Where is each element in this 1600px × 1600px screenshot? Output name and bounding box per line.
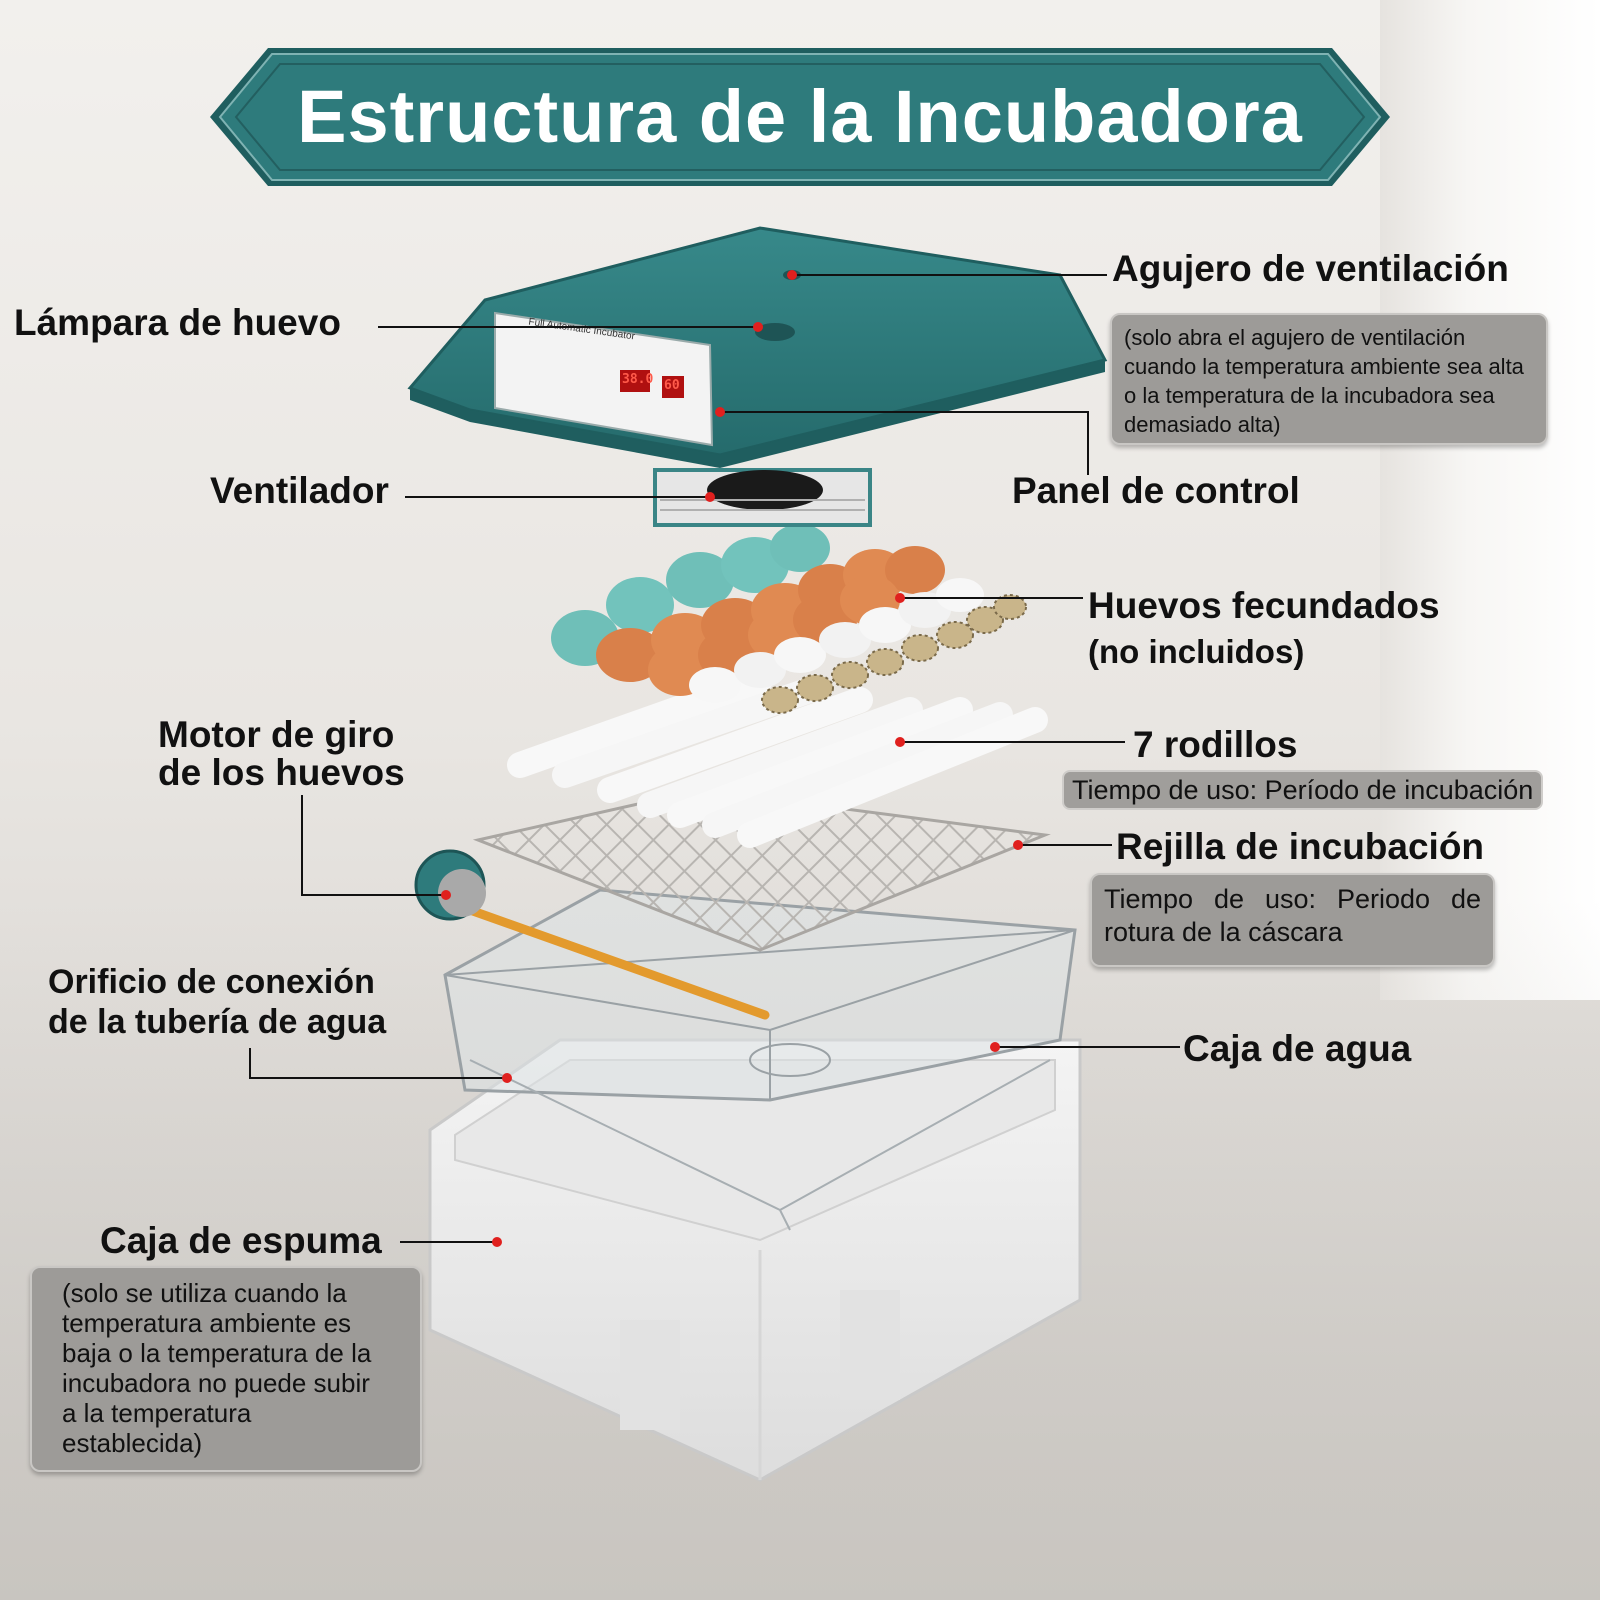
leader-motor — [301, 795, 446, 896]
water-box-shape — [443, 888, 1077, 1231]
label-rollers: 7 rodillos — [1133, 724, 1298, 765]
lid-shape — [407, 226, 1108, 468]
marker-rollers — [895, 737, 905, 747]
fan-shape — [653, 468, 872, 527]
page-title: Estructura de la Incubadora — [297, 75, 1303, 158]
label-ventilation-hole: Agujero de ventilación — [1112, 248, 1509, 289]
label-pipe-line1: Orificio de conexión — [48, 963, 375, 1001]
marker-control-panel — [715, 407, 725, 417]
marker-lamp — [753, 322, 763, 332]
marker-foam-box — [492, 1237, 502, 1247]
turning-motor-shape — [414, 849, 770, 1020]
background-window — [1380, 0, 1600, 1000]
rollers-shape — [507, 667, 1048, 848]
banner-shape — [210, 48, 1390, 186]
leader-control-panel — [720, 411, 1089, 475]
title-banner: Estructura de la Incubadora — [210, 48, 1390, 186]
note-rollers: Tiempo de uso: Período de incubación — [1062, 770, 1544, 810]
label-water-box: Caja de agua — [1183, 1028, 1412, 1069]
note-foam-box: (solo se utiliza cuando la temperatura a… — [30, 1266, 422, 1472]
label-control-panel: Panel de control — [1012, 470, 1300, 511]
foam-box-shape — [428, 1038, 1082, 1482]
eggs-shape — [551, 524, 1027, 714]
label-eggs: Huevos fecundados — [1088, 585, 1440, 626]
device-temperature-display: 38.0 — [622, 372, 654, 387]
label-motor-line2: de los huevos — [158, 752, 405, 793]
label-fan: Ventilador — [210, 470, 389, 511]
label-motor-line1: Motor de giro — [158, 714, 395, 755]
incubation-grid-shape — [472, 788, 1051, 952]
marker-motor — [441, 890, 451, 900]
label-eggs-note: (no incluidos) — [1088, 633, 1305, 670]
marker-ventilation — [787, 270, 797, 280]
marker-water-box — [990, 1042, 1000, 1052]
label-grid: Rejilla de incubación — [1116, 826, 1485, 867]
label-egg-lamp: Lámpara de huevo — [14, 302, 341, 343]
label-pipe-line2: de la tubería de agua — [48, 1003, 387, 1041]
marker-fan — [705, 492, 715, 502]
marker-grid — [1013, 840, 1023, 850]
marker-eggs — [895, 593, 905, 603]
leader-pipe — [249, 1048, 507, 1079]
device-humidity-display: 60 — [664, 378, 680, 393]
label-foam-box: Caja de espuma — [100, 1220, 382, 1261]
note-grid: Tiempo de uso: Periodo de rotura de la c… — [1090, 873, 1495, 967]
marker-pipe — [502, 1073, 512, 1083]
note-ventilation: (solo abra el agujero de ventilación cua… — [1110, 313, 1548, 445]
